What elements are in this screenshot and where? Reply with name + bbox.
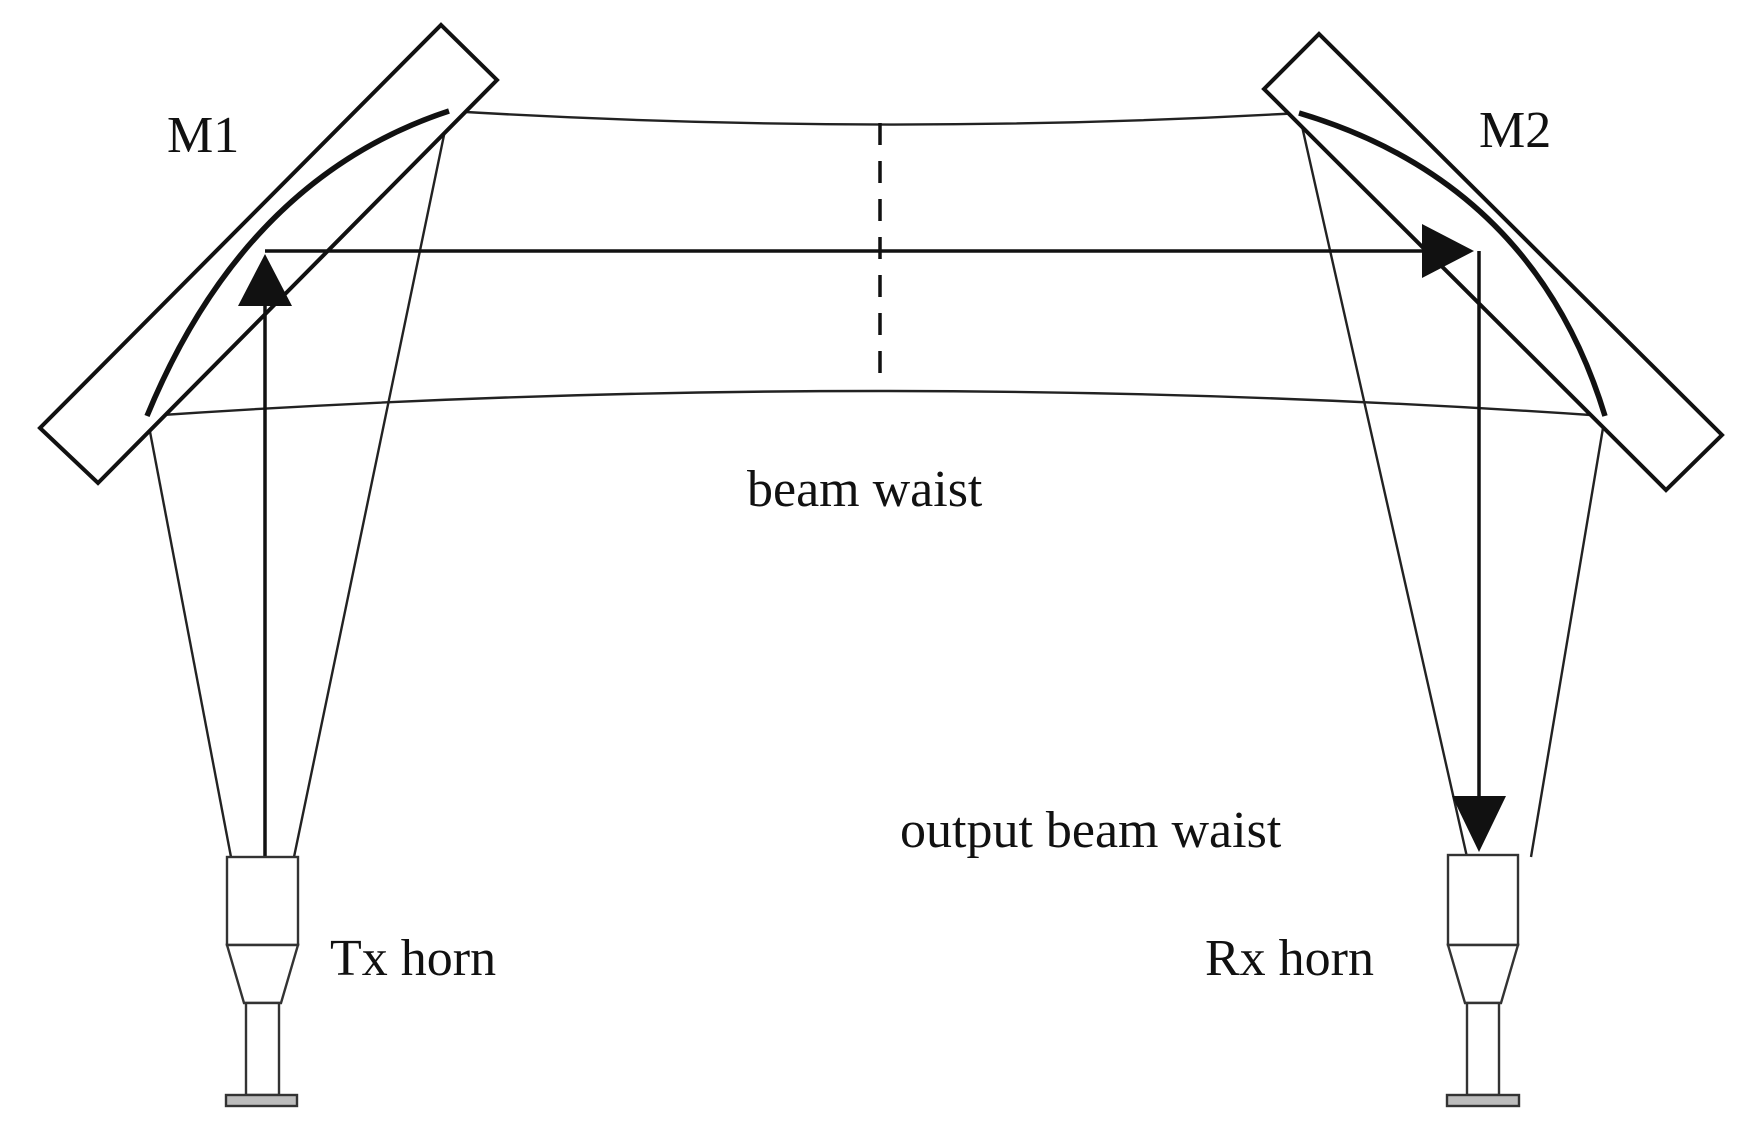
mirror-beam-envelope — [146, 109, 1606, 418]
label-tx-horn: Tx horn — [330, 930, 496, 987]
label-m2: M2 — [1479, 102, 1551, 159]
label-rx-horn: Rx horn — [1205, 930, 1374, 987]
tx-beam-cone — [145, 110, 451, 858]
label-m1: M1 — [167, 107, 239, 164]
label-output-beam-waist: output beam waist — [900, 802, 1282, 859]
ray-m2-to-rx-arrowhead — [1452, 796, 1506, 852]
label-beam-waist: beam waist — [747, 461, 983, 518]
rx-beam-cone — [1297, 112, 1607, 858]
rx-horn — [1445, 853, 1521, 1108]
ray-m1-to-m2-arrowhead — [1422, 224, 1474, 278]
mirror-m1 — [37, 22, 500, 486]
tx-horn — [224, 855, 300, 1108]
mirror-m2 — [1261, 31, 1725, 493]
ray-tx-to-m1-arrowhead — [238, 254, 292, 306]
